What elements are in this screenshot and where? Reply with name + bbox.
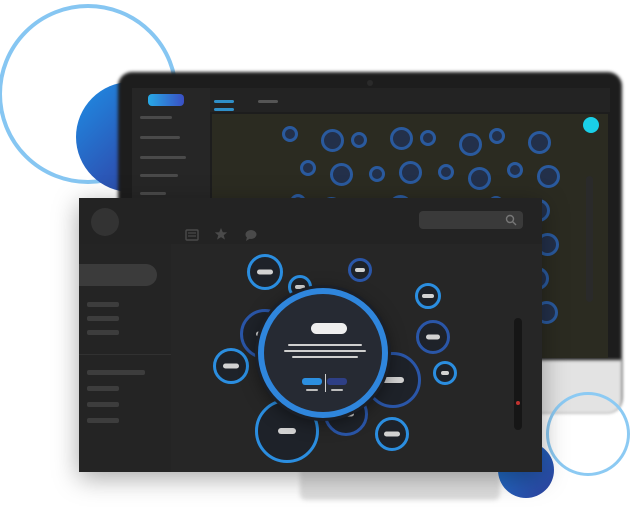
bubble-label xyxy=(355,268,365,272)
background-bubble xyxy=(282,126,298,142)
bubble-10[interactable] xyxy=(213,348,249,384)
list-icon[interactable] xyxy=(185,228,199,242)
background-bubble xyxy=(321,129,344,152)
focused-bubble[interactable] xyxy=(258,288,388,418)
chat-icon[interactable] xyxy=(244,228,258,242)
bubble-label xyxy=(441,371,449,375)
divider xyxy=(325,374,326,392)
background-bubble xyxy=(390,127,413,150)
monitor-tab xyxy=(258,100,278,103)
monitor-tab xyxy=(214,100,234,103)
bubble-sub-line xyxy=(331,389,343,391)
bubble-label xyxy=(223,363,239,369)
background-bubble xyxy=(300,160,316,176)
search-icon[interactable] xyxy=(505,214,517,226)
bubble-text-line xyxy=(292,356,358,358)
bubble-label xyxy=(422,294,434,298)
background-bubble xyxy=(489,128,505,144)
background-bubble xyxy=(369,166,385,182)
bubble-label xyxy=(384,431,400,437)
monitor-nav-item xyxy=(140,192,166,195)
sidebar-item[interactable] xyxy=(87,418,119,423)
monitor-nav-item xyxy=(140,136,180,139)
background-bubble xyxy=(420,130,436,146)
bubble-3[interactable] xyxy=(348,258,372,282)
search-input[interactable] xyxy=(419,211,523,229)
sidebar-item[interactable] xyxy=(87,316,119,321)
sidebar-item[interactable] xyxy=(87,386,119,391)
monitor-nav-item xyxy=(140,156,186,159)
background-bubble xyxy=(459,133,482,156)
primary-button[interactable] xyxy=(302,378,322,385)
monitor-tab-indicator xyxy=(214,108,234,111)
bubble-4[interactable] xyxy=(415,283,441,309)
sidebar-divider xyxy=(79,354,171,355)
logo xyxy=(148,94,184,106)
bubble-label xyxy=(426,334,440,340)
sidebar-item[interactable] xyxy=(87,402,119,407)
sidebar-item-active[interactable] xyxy=(79,264,157,286)
bubble-6[interactable] xyxy=(433,361,457,385)
bubble-label xyxy=(338,411,354,417)
secondary-button[interactable] xyxy=(327,378,347,385)
bubble-label xyxy=(278,428,296,434)
background-bubble xyxy=(507,162,523,178)
background-bubble xyxy=(351,132,367,148)
star-icon[interactable] xyxy=(214,227,228,241)
bubble-8[interactable] xyxy=(375,417,409,451)
bubble-text-line xyxy=(288,344,362,346)
bubble-label xyxy=(382,377,404,383)
background-bubble xyxy=(399,161,422,184)
scrollbar[interactable] xyxy=(514,318,522,430)
monitor-nav-item xyxy=(140,116,172,119)
bubble-1[interactable] xyxy=(247,254,283,290)
top-bar xyxy=(79,198,542,244)
bubble-sub-line xyxy=(306,389,318,391)
background-bubble xyxy=(330,163,353,186)
background-bubble xyxy=(468,167,491,190)
decorative-ring xyxy=(546,392,630,476)
background-bubble xyxy=(528,131,551,154)
monitor-scrollbar xyxy=(586,176,593,302)
bubble-label xyxy=(257,269,273,275)
bubble-label xyxy=(295,285,305,289)
sidebar-item[interactable] xyxy=(87,302,119,307)
bubble-5[interactable] xyxy=(416,320,450,354)
avatar[interactable] xyxy=(91,208,119,236)
camera-icon xyxy=(367,80,373,86)
sidebar-item[interactable] xyxy=(87,330,119,335)
background-bubble xyxy=(537,165,560,188)
sidebar xyxy=(79,244,171,472)
status-dot xyxy=(583,117,599,133)
bubble-text-line xyxy=(284,350,366,352)
monitor-nav-item xyxy=(140,174,178,177)
sidebar-item[interactable] xyxy=(87,370,145,375)
bubble-title xyxy=(311,323,347,334)
scroll-thumb[interactable] xyxy=(516,401,520,405)
background-bubble xyxy=(438,164,454,180)
